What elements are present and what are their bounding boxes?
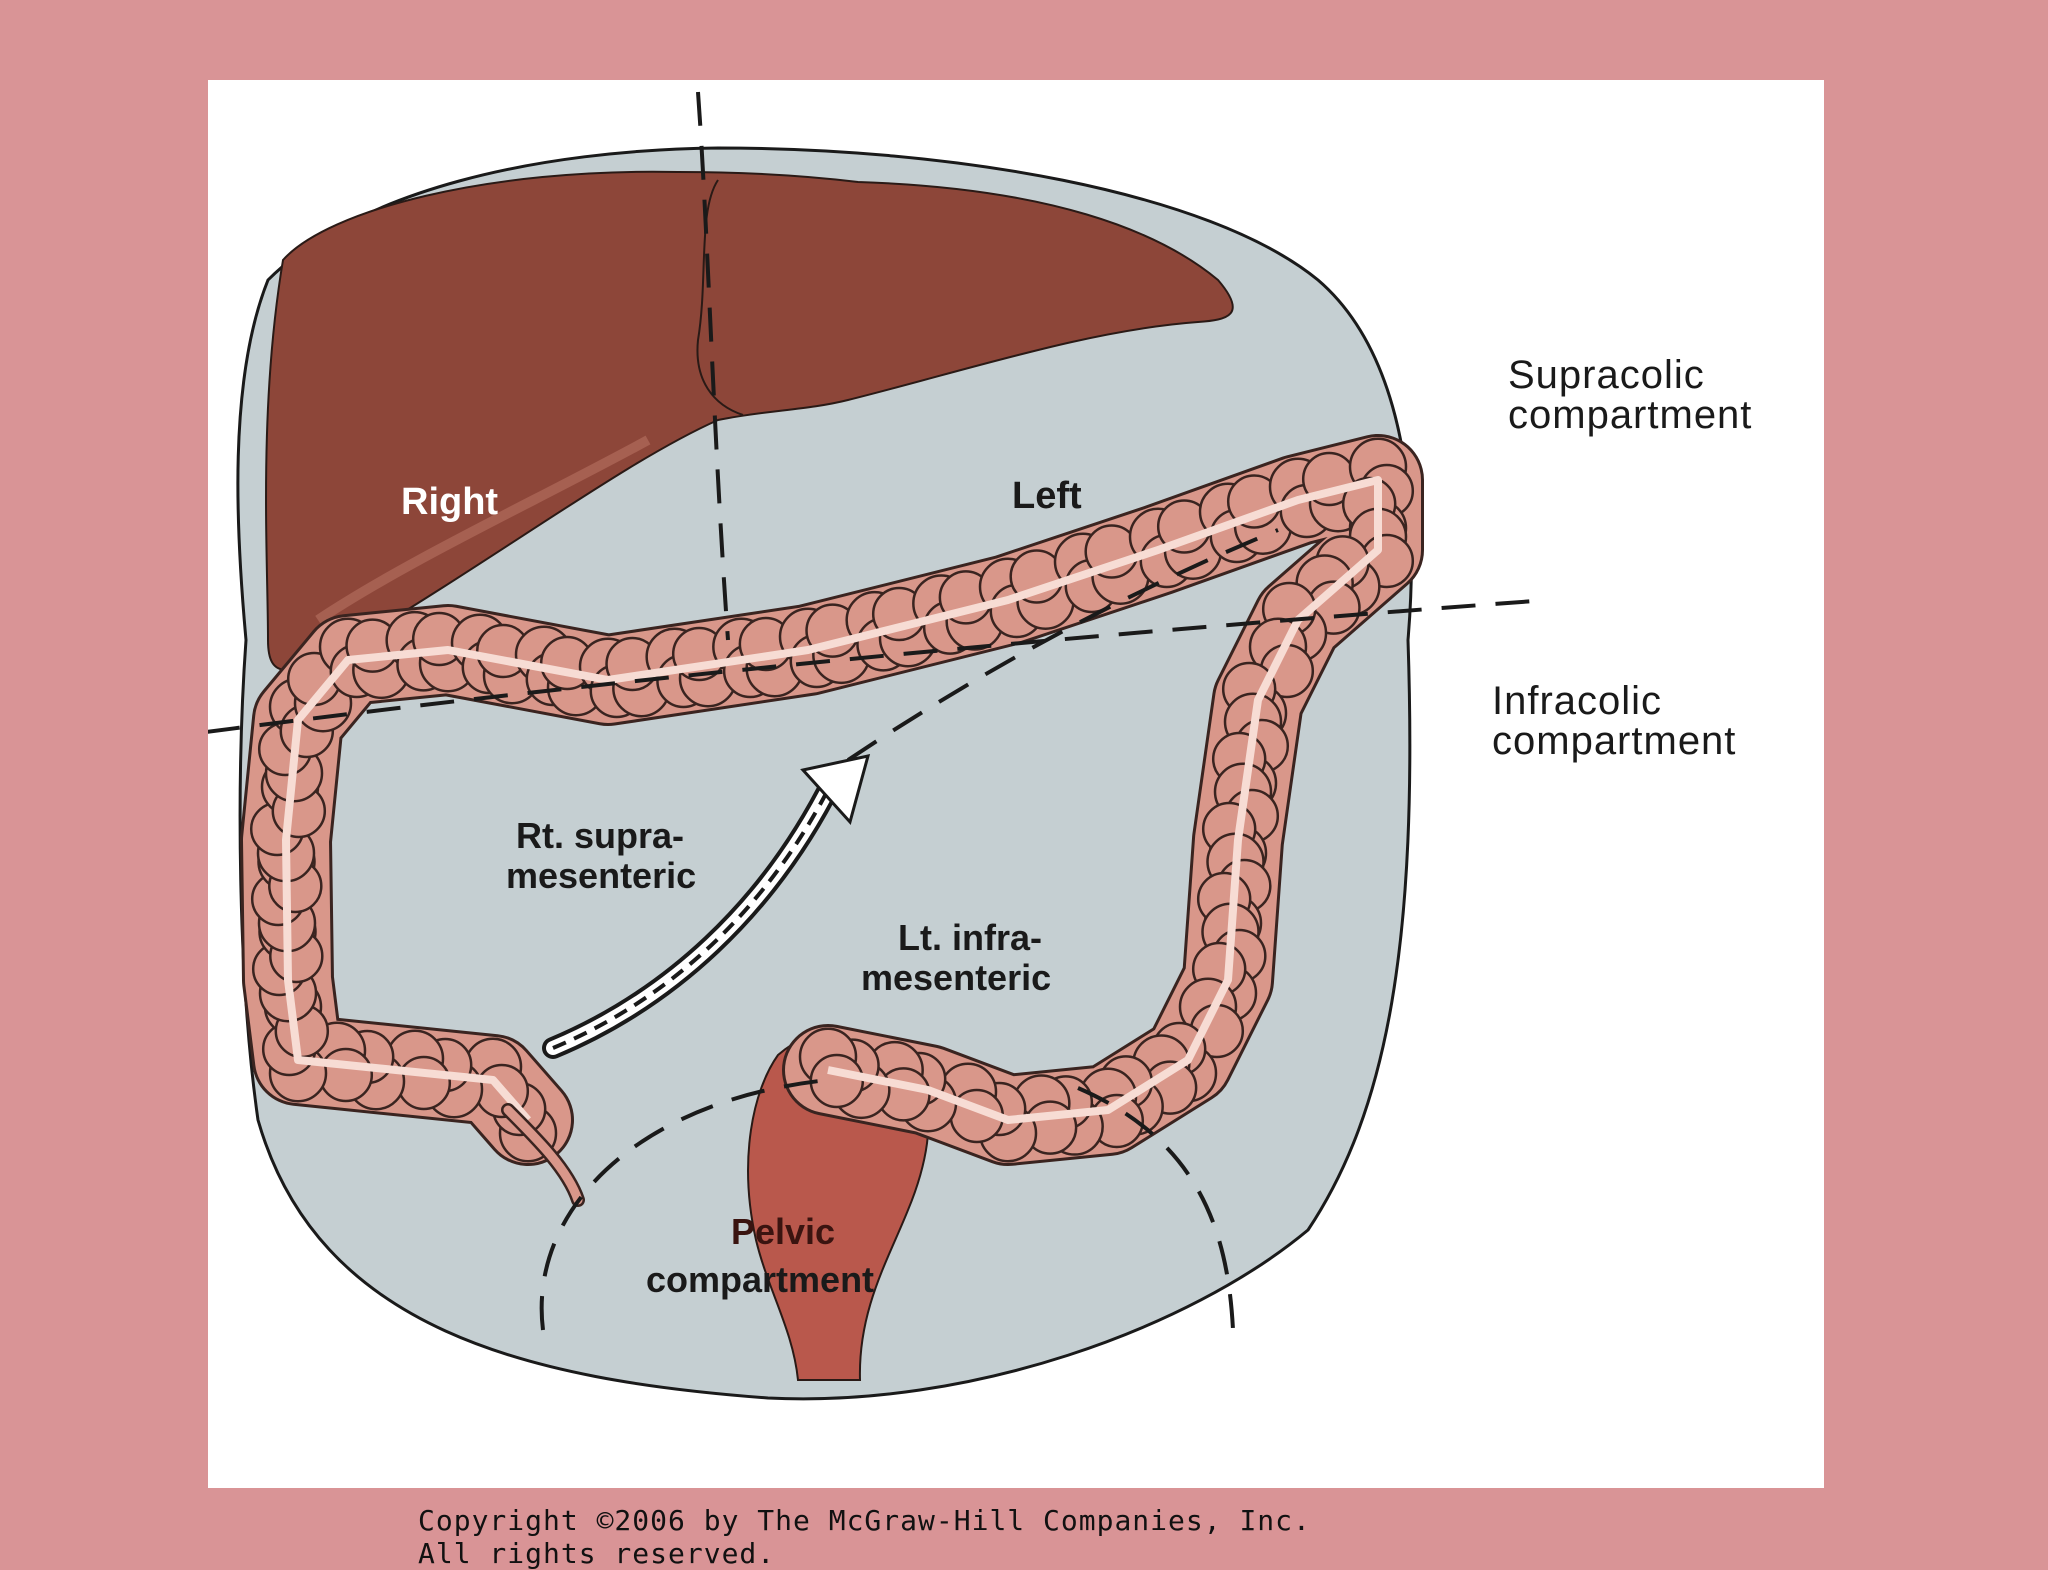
figure-panel: Right Left Supracolic compartment Infrac…: [208, 80, 1824, 1570]
colon: [240, 434, 1424, 1207]
label-infracolic-line2: compartment: [1492, 719, 1736, 763]
colon-taenia: [282, 476, 1382, 1124]
label-lt-infra-line1: Lt. infra-: [898, 917, 1042, 958]
liver: [265, 170, 1234, 671]
label-rt-supra-line1: Rt. supra-: [516, 815, 684, 856]
label-pelvic-line1: Pelvic: [731, 1211, 835, 1252]
liver-lobe-divider: [696, 179, 744, 416]
compartment-boundaries: [208, 91, 1549, 1331]
appendix: [503, 1105, 583, 1205]
label-lt-infra-line2: mesenteric: [861, 957, 1051, 998]
pelvic-boundary-left: [539, 1078, 829, 1331]
label-supracolic-line2: compartment: [1508, 393, 1752, 437]
transverse-mesocolon-boundary: [208, 598, 1549, 734]
copyright-line1: Copyright ©2006 by The McGraw-Hill Compa…: [418, 1504, 1311, 1537]
colon-haustrum: [396, 1055, 452, 1111]
copyright-line2: All rights reserved.: [418, 1537, 776, 1570]
colon-haustrum: [809, 1053, 865, 1109]
flow-arrow-dashes: [552, 779, 835, 1050]
abdominal-compartments-diagram: Right Left Supracolic compartment Infrac…: [208, 91, 1752, 1401]
colon-haustrum: [318, 1047, 374, 1103]
flow-arrowhead: [800, 754, 871, 826]
label-pelvic-line2: compartment: [646, 1259, 874, 1300]
label-right: Right: [401, 481, 498, 523]
root-of-mesentery-boundary: [846, 528, 1279, 762]
label-infracolic-line1: Infracolic: [1492, 679, 1662, 723]
label-rt-supra-line2: mesenteric: [506, 855, 696, 896]
slide: Right Left Supracolic compartment Infrac…: [208, 80, 1824, 1570]
liver-highlight: [315, 435, 651, 625]
copyright-notice: Copyright ©2006 by The McGraw-Hill Compa…: [418, 1504, 1311, 1570]
label-left: Left: [1012, 475, 1082, 517]
midline-boundary: [696, 91, 730, 641]
label-supracolic-line1: Supracolic: [1508, 353, 1705, 397]
